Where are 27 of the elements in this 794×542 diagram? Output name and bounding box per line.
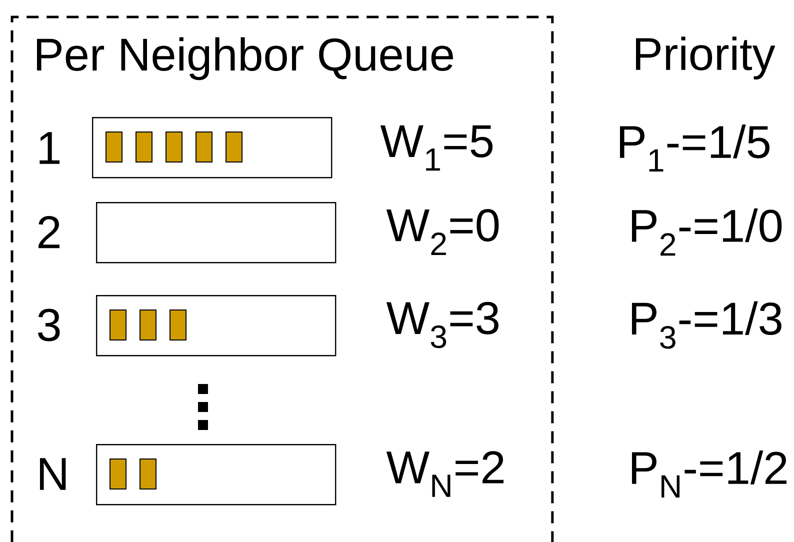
row-number: 2 <box>38 216 60 248</box>
weight-label: W$_{2}$=0 <box>386 209 499 256</box>
priority-label: P$_{N}$-=1/2 <box>632 450 786 498</box>
queue-box <box>96 202 336 264</box>
row-number: 3 <box>38 308 60 342</box>
priority-label: P$_{2}$-=1/0 <box>632 208 782 256</box>
packet-bar <box>226 132 242 162</box>
packet-bar <box>110 310 126 340</box>
packet-bar <box>196 132 212 162</box>
priority-label: P$_{1}$-=1/5 <box>620 124 770 172</box>
packet-bar <box>140 458 156 490</box>
weight-label: W$_{1}$=5 <box>380 125 493 171</box>
packet-bar <box>106 132 122 162</box>
packet-bar <box>140 310 156 340</box>
packet-bar <box>110 458 126 490</box>
packet-bar <box>170 310 186 340</box>
queue-box <box>92 117 332 178</box>
packet-bar <box>166 132 182 162</box>
row-number: N <box>40 458 66 490</box>
queue-box <box>96 444 336 506</box>
packet-bar <box>136 132 152 162</box>
priority-label: P$_{3}$-=1/3 <box>632 301 782 349</box>
queue-box <box>96 295 336 356</box>
weight-label: W$_{N}$=2 <box>386 451 504 497</box>
column-header: Priority <box>636 36 776 80</box>
weight-label: W$_{3}$=3 <box>386 302 498 348</box>
row-number: 1 <box>40 132 60 164</box>
